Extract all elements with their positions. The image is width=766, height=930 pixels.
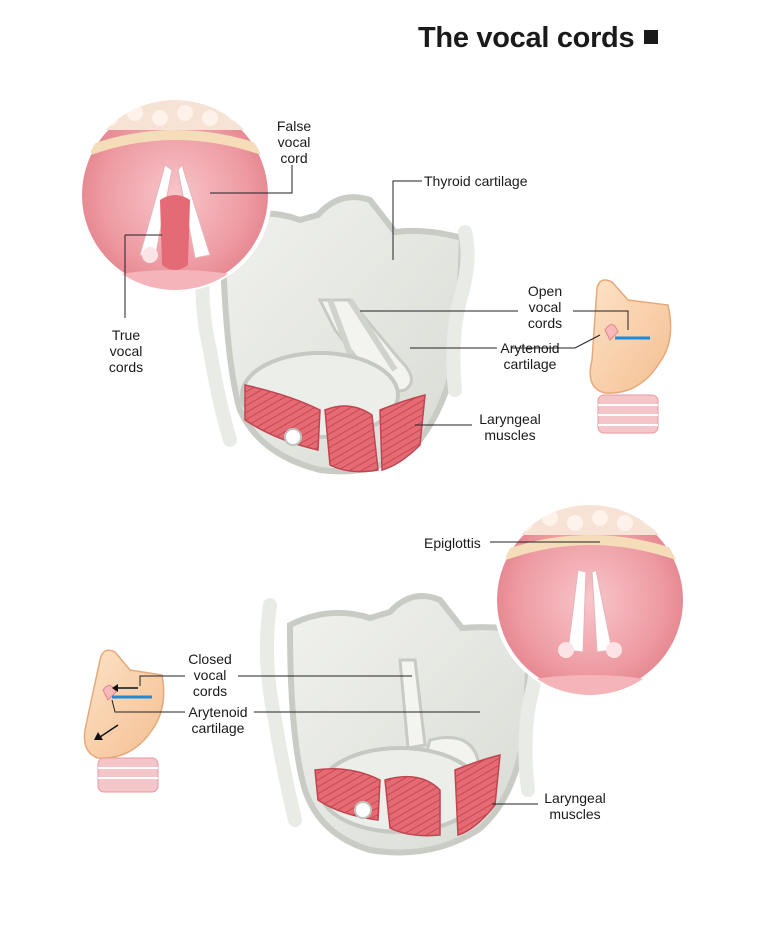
label-open-vocal-cords: Open vocal cords (515, 283, 575, 331)
label-closed-vocal-cords: Closed vocal cords (180, 651, 240, 699)
bottom-muscle-right (455, 755, 500, 835)
top-muscle-center (325, 406, 378, 472)
label-true-vocal-cords: True vocal cords (98, 327, 154, 375)
label-top-laryngeal-muscles: Laryngeal muscles (470, 411, 550, 443)
label-top-arytenoid-cartilage: Arytenoid cartilage (490, 340, 570, 372)
top-profile-icon (590, 280, 670, 433)
bottom-muscle-center (385, 777, 440, 836)
label-thyroid-cartilage: Thyroid cartilage (424, 173, 528, 189)
bottom-cartilage-hole (355, 802, 371, 818)
bottom-profile-icon (85, 650, 164, 792)
label-bottom-laryngeal-muscles: Laryngeal muscles (535, 790, 615, 822)
top-cartilage-hole (285, 429, 301, 445)
label-epiglottis: Epiglottis (424, 535, 481, 551)
label-bottom-arytenoid-cartilage: Arytenoid cartilage (178, 704, 258, 736)
label-false-vocal-cord: False vocal cord (266, 118, 322, 166)
bottom-larynx (267, 596, 538, 853)
